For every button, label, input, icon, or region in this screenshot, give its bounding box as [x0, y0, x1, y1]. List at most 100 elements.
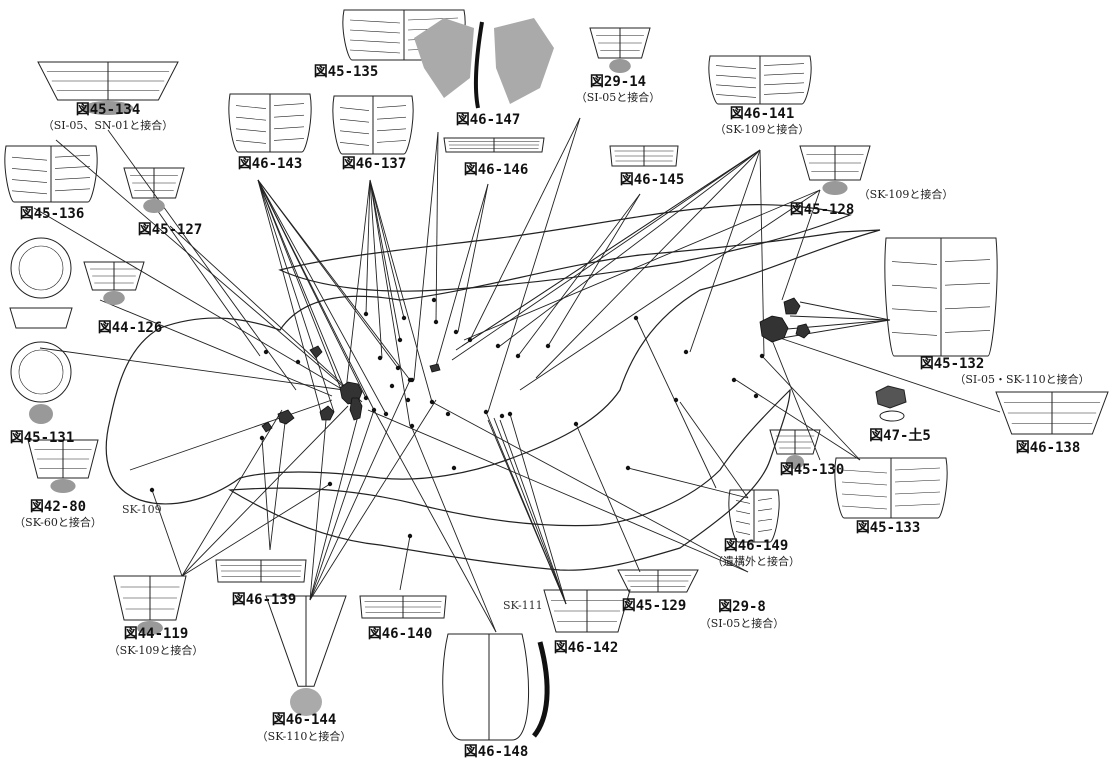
connector-line	[499, 419, 567, 605]
artifact-drawing-f29_14	[589, 27, 651, 73]
figure-label: 図42-80	[29, 499, 87, 515]
sherd-center-b	[349, 397, 363, 421]
artifact-drawing-f44126	[83, 261, 145, 305]
figure-label: 図46-137	[341, 156, 407, 172]
connector-line	[767, 333, 1001, 413]
connector-line	[269, 413, 287, 551]
findspot-dot	[377, 355, 383, 361]
findspot-dot	[467, 337, 473, 343]
join-note: （SI-05と接合）	[575, 91, 661, 104]
artifact-drawing-f47_5	[875, 385, 907, 422]
findspot-dot	[295, 359, 301, 365]
connector-line	[499, 149, 761, 347]
join-note: （SI-05と接合）	[699, 617, 785, 630]
findspot-dot	[431, 297, 437, 303]
sherd-small-4	[319, 405, 335, 421]
figure-label: 図46-141	[729, 106, 795, 122]
artifact-drawing-f42_80	[27, 439, 99, 493]
connector-line	[169, 225, 363, 403]
findspot-dot	[759, 353, 765, 359]
connector-line	[257, 179, 411, 381]
sherd-small-1	[309, 345, 323, 359]
figure-label: 図45-129	[621, 598, 687, 614]
connector-line	[781, 189, 821, 301]
join-note: （SK-109と接合）	[858, 188, 954, 201]
findspot-dot	[363, 395, 369, 401]
connector-line	[107, 129, 297, 391]
connector-line	[369, 179, 383, 359]
findspot-dot	[507, 411, 513, 417]
connector-line	[451, 149, 761, 361]
artifact-drawing-f45131	[9, 237, 73, 424]
findspot-dot	[451, 465, 457, 471]
connector-line	[257, 179, 387, 415]
findspot-dot	[409, 423, 415, 429]
figure-label: 図46-143	[237, 156, 303, 172]
connector-line	[789, 315, 891, 321]
artifact-drawing-f46143	[228, 93, 312, 153]
findspot-dot	[495, 343, 501, 349]
figure-label: 図46-144	[271, 712, 337, 728]
figure-label: 図46-148	[463, 744, 529, 760]
connector-line	[457, 183, 489, 333]
connector-line	[309, 409, 375, 601]
connector-line	[181, 409, 283, 577]
findspot-dot	[483, 409, 489, 415]
connector-line	[775, 319, 891, 331]
artifact-drawing-f4534	[37, 61, 179, 115]
sherd-cluster-right-b	[783, 297, 801, 315]
connector-line	[769, 319, 891, 341]
findspot-dot	[363, 311, 369, 317]
artifact-drawing-f44119	[113, 575, 187, 635]
connector-line	[535, 149, 761, 379]
connector-line	[261, 437, 271, 551]
artifact-drawing-f45127	[123, 167, 185, 213]
figure-label: 図46-139	[231, 592, 297, 608]
findspot-dot	[401, 315, 407, 321]
artifact-drawing-f46140	[359, 595, 447, 619]
connector-line	[309, 419, 327, 601]
findspot-dot	[397, 337, 403, 343]
findspot-dot	[383, 411, 389, 417]
findspot-dot	[327, 481, 333, 487]
findspot-dot	[573, 421, 579, 427]
figure-label: 図45-130	[779, 462, 845, 478]
connector-line	[431, 401, 749, 573]
figure-label: 図29-14	[589, 74, 647, 90]
figure-label: 図47-土5	[869, 428, 931, 444]
connector-line	[149, 199, 261, 357]
figure-label: 図45-131	[9, 430, 75, 446]
artifact-drawing-f46138	[995, 391, 1109, 435]
sk109-pit-outline	[105, 229, 881, 505]
join-note: （遺構外と接合）	[712, 555, 800, 568]
findspot-dot	[263, 349, 269, 355]
connector-line	[257, 179, 335, 413]
connector-line	[181, 483, 331, 577]
artifact-drawing-f46147	[414, 18, 554, 109]
figure-label: 図46-146	[463, 162, 529, 178]
connector-line	[463, 189, 821, 341]
connector-line	[435, 183, 489, 367]
artifact-drawing-f45130	[769, 429, 821, 469]
artifact-drawing-f46146	[443, 137, 545, 153]
connector-line	[309, 407, 361, 601]
connector-line	[735, 379, 861, 461]
findspot-dot	[409, 377, 415, 383]
figure-label: 図46-142	[553, 640, 619, 656]
connector-line	[413, 131, 439, 381]
sherd-cluster-right-c	[795, 323, 811, 339]
connector-line	[365, 179, 371, 315]
figure-label: 図46-149	[723, 538, 789, 554]
findspot-dot	[445, 411, 451, 417]
connector-line	[309, 399, 437, 601]
sk110-pit-outline	[278, 204, 852, 292]
sherd-cluster-right	[759, 315, 789, 343]
connector-line	[411, 427, 497, 633]
findspot-dot	[429, 399, 435, 405]
connector-line	[309, 379, 411, 601]
connector-line	[435, 131, 439, 323]
connector-line	[129, 399, 333, 471]
connector-line	[257, 179, 355, 413]
artifact-drawing-f45132	[884, 237, 998, 357]
